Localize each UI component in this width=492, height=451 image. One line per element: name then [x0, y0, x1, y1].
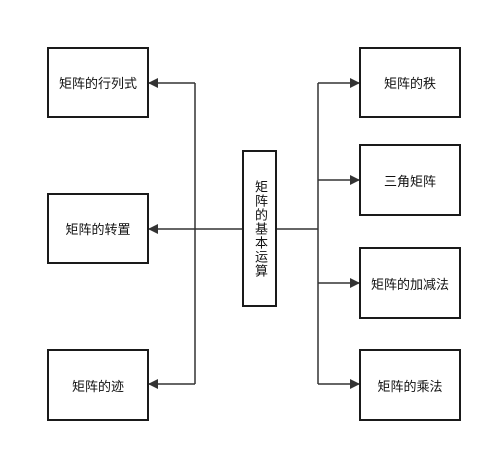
- center-node: 矩阵的基本运算: [242, 150, 277, 307]
- node-rank-label: 矩阵的秩: [383, 77, 436, 92]
- node-trace-label: 矩阵的迹: [71, 379, 124, 395]
- center-node-label: 矩阵的基本运算: [252, 179, 267, 278]
- node-triangular: 三角矩阵: [359, 144, 461, 216]
- node-determinant: 矩阵的行列式: [47, 47, 149, 118]
- node-add-subtract-label: 矩阵的加减法: [370, 277, 449, 293]
- node-rank: 矩阵的秩: [359, 47, 461, 118]
- node-multiply-label: 矩阵的乘法: [377, 379, 443, 395]
- node-add-subtract: 矩阵的加减法: [359, 247, 461, 319]
- node-transpose-label: 矩阵的转置: [65, 223, 131, 238]
- node-trace: 矩阵的迹: [47, 349, 149, 421]
- node-multiply: 矩阵的乘法: [359, 349, 461, 421]
- node-transpose: 矩阵的转置: [47, 193, 149, 264]
- node-triangular-label: 三角矩阵: [383, 174, 436, 190]
- node-determinant-label: 矩阵的行列式: [58, 77, 137, 92]
